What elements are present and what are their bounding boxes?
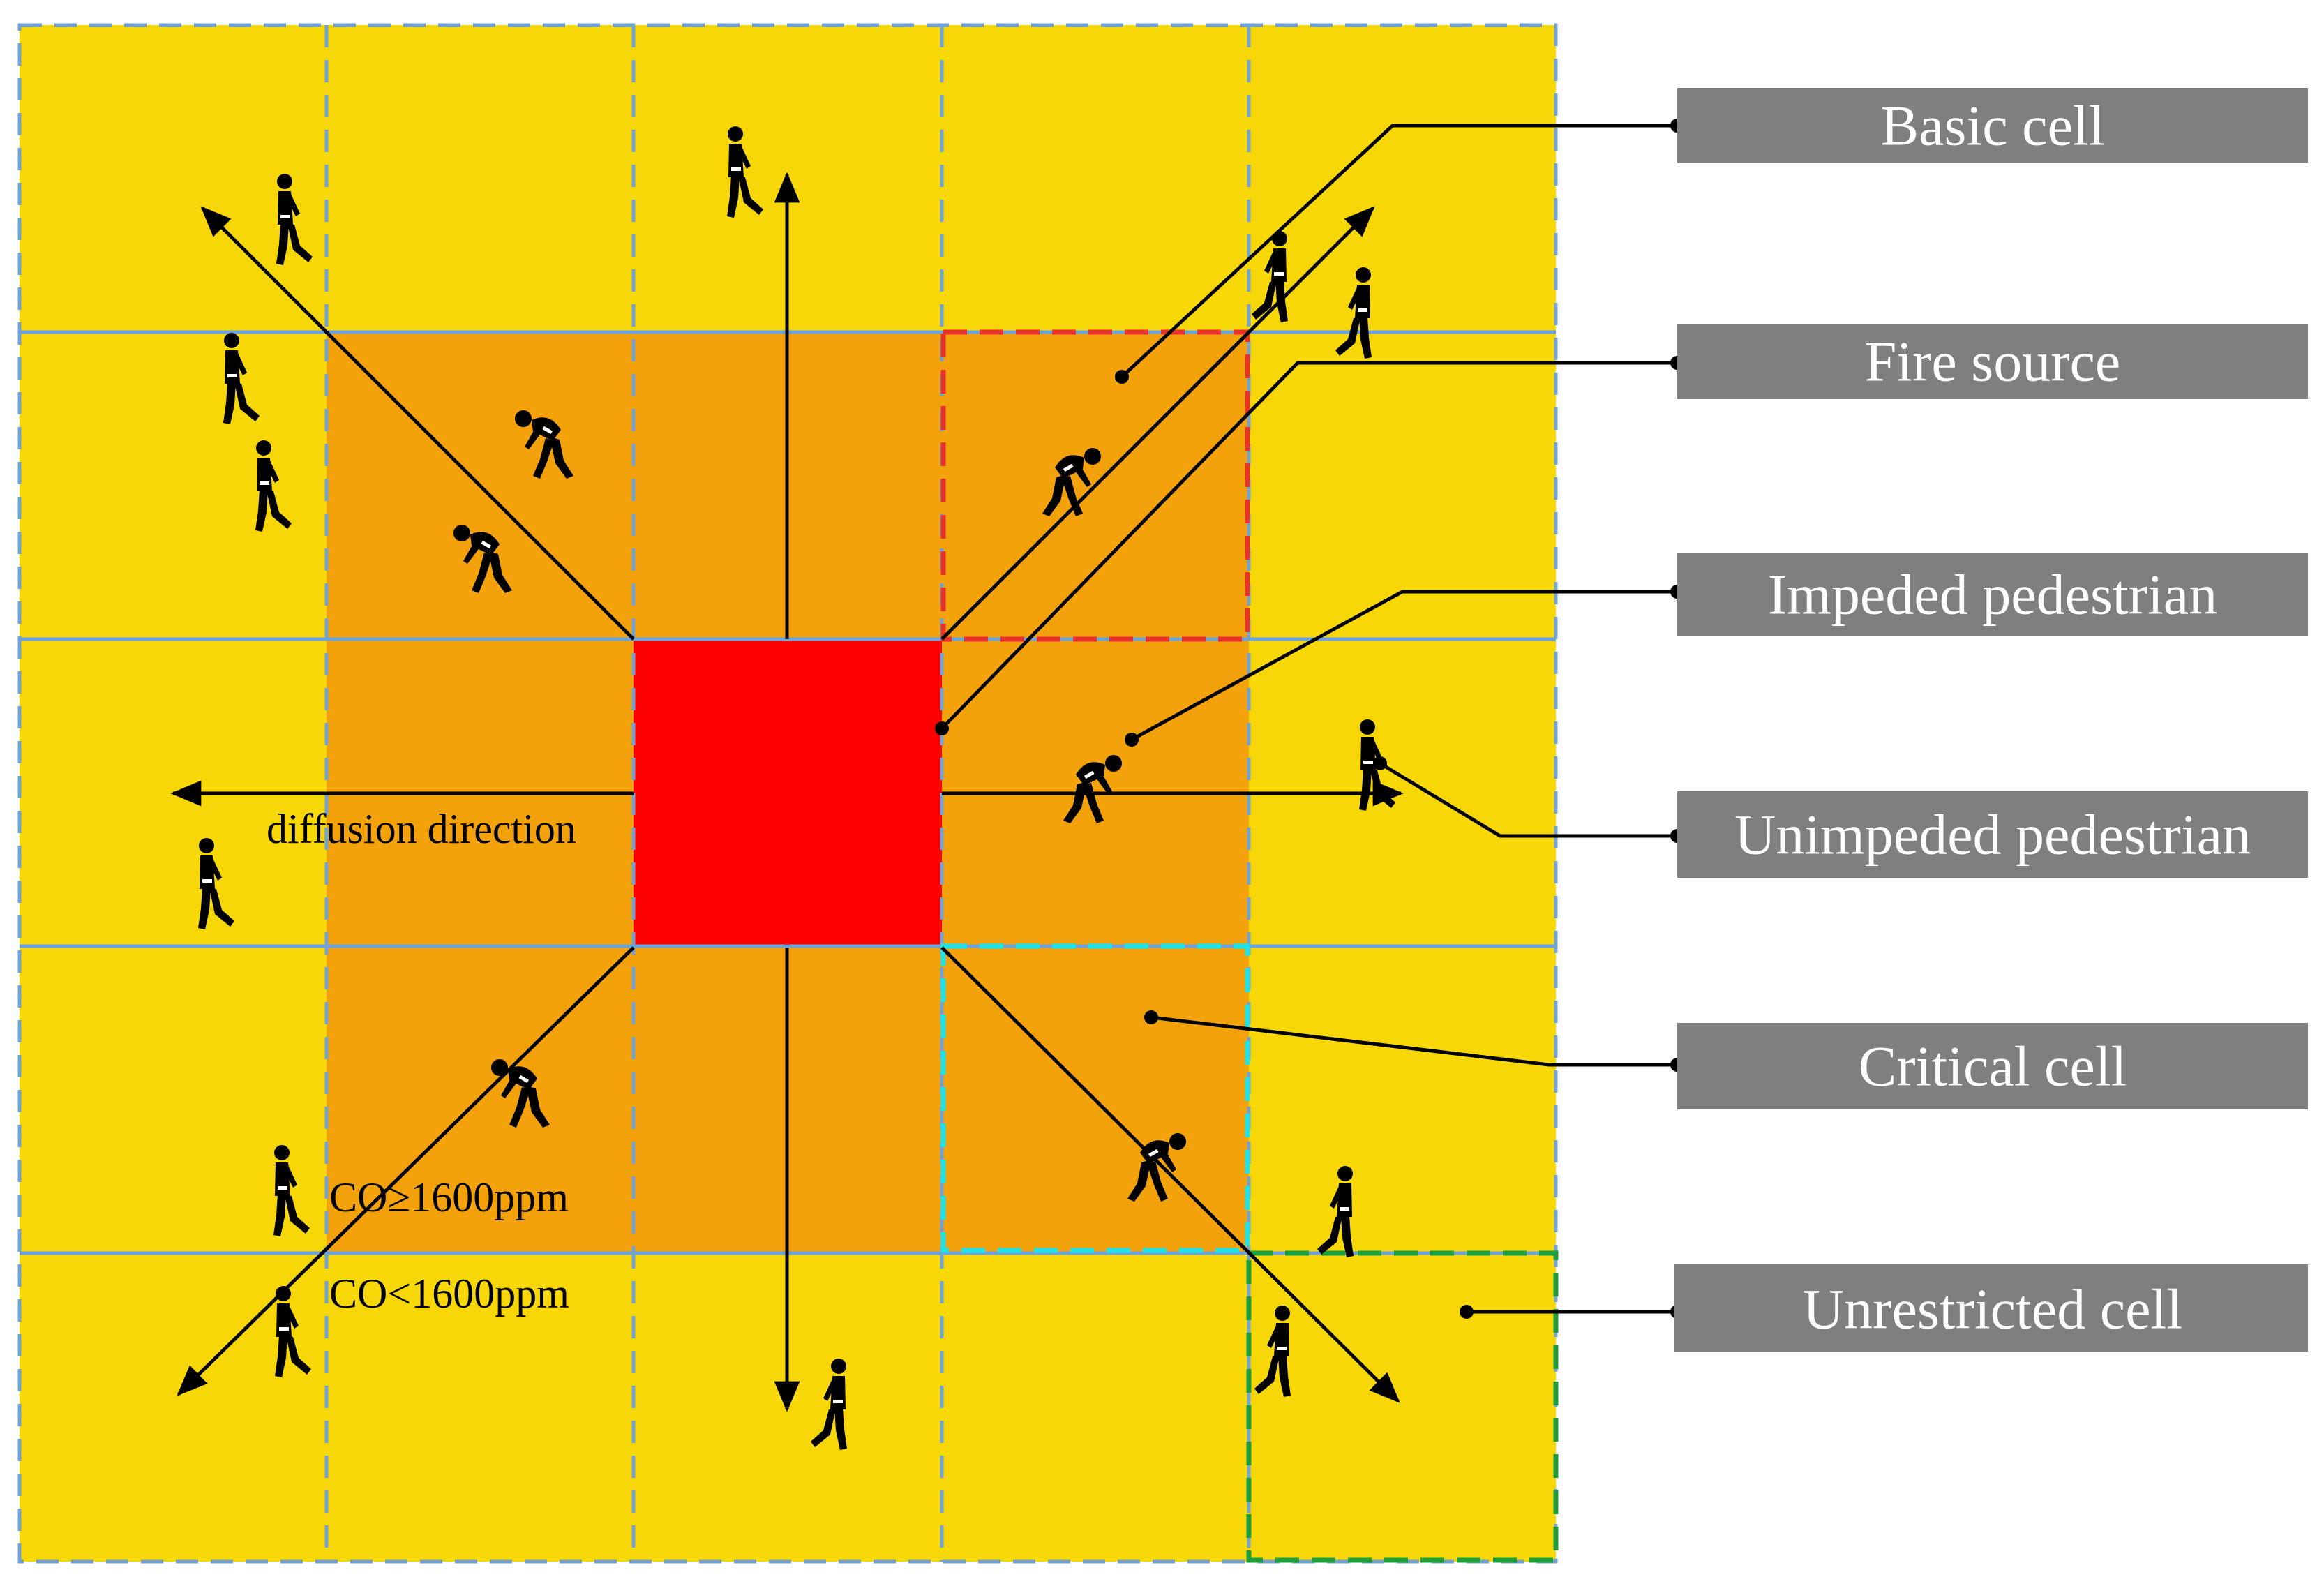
arrow-down-right — [940, 946, 1400, 1403]
leader-dot — [1115, 370, 1129, 384]
legend-label: Critical cell — [1859, 1035, 2127, 1098]
legend-item-unimpeded-pedestrian: Unimpeded pedestrian — [1677, 791, 2308, 878]
legend-box — [1677, 324, 2308, 399]
diffusion-arrows — [170, 172, 1404, 1412]
highlight-cells — [940, 329, 1559, 1563]
legend-label: Impeded pedestrian — [1768, 563, 2217, 627]
leader-critical-cell — [1150, 1015, 1677, 1067]
grid-border — [17, 23, 1558, 1564]
legend-label: Unrestricted cell — [1803, 1278, 2182, 1341]
diffusion-direction-label: diffusion direction — [267, 806, 576, 852]
legend-label: Basic cell — [1880, 94, 2104, 158]
unrestricted-cell-outline — [1246, 1250, 1559, 1563]
leader-dot — [935, 721, 949, 735]
critical-cell-outline — [940, 943, 1250, 1253]
legend-item-critical-cell: Critical cell — [1677, 1023, 2308, 1109]
legend: Basic cell Fire source Impeded pedestria… — [1674, 88, 2308, 1352]
leader-unimpeded-pedestrian — [1379, 761, 1677, 838]
leader-dot — [1144, 1010, 1158, 1024]
legend-box — [1677, 88, 2308, 163]
arrow-up-right — [940, 206, 1375, 641]
leader-dot — [1373, 756, 1387, 770]
basic-cell-outline — [940, 329, 1250, 642]
leader-lines — [940, 124, 1677, 1314]
legend-item-basic-cell: Basic cell — [1677, 88, 2308, 163]
legend-box — [1677, 553, 2308, 636]
co-low-label: CO<1600ppm — [329, 1271, 569, 1317]
leader-dot — [1460, 1305, 1474, 1319]
arrow-up-left — [200, 206, 635, 641]
legend-label: Fire source — [1865, 330, 2121, 394]
legend-box — [1677, 791, 2308, 878]
fire-source-cell — [634, 639, 942, 948]
legend-box — [1677, 1023, 2308, 1109]
legend-item-impeded-pedestrian: Impeded pedestrian — [1677, 553, 2308, 636]
arrow-down-left — [177, 946, 635, 1396]
leader-dot — [1125, 733, 1139, 747]
legend-box — [1674, 1264, 2308, 1352]
co-high-label: CO≥1600ppm — [329, 1174, 569, 1220]
legend-item-fire-source: Fire source — [1677, 324, 2308, 399]
legend-item-unrestricted-cell: Unrestricted cell — [1674, 1264, 2308, 1352]
leader-impeded-pedestrian — [1130, 590, 1677, 742]
annotations: diffusion direction CO≥1600ppm CO<1600pp… — [267, 806, 576, 1317]
leader-basic-cell — [1120, 124, 1677, 378]
legend-label: Unimpeded pedestrian — [1734, 803, 2251, 867]
leader-fire-source — [940, 361, 1677, 730]
